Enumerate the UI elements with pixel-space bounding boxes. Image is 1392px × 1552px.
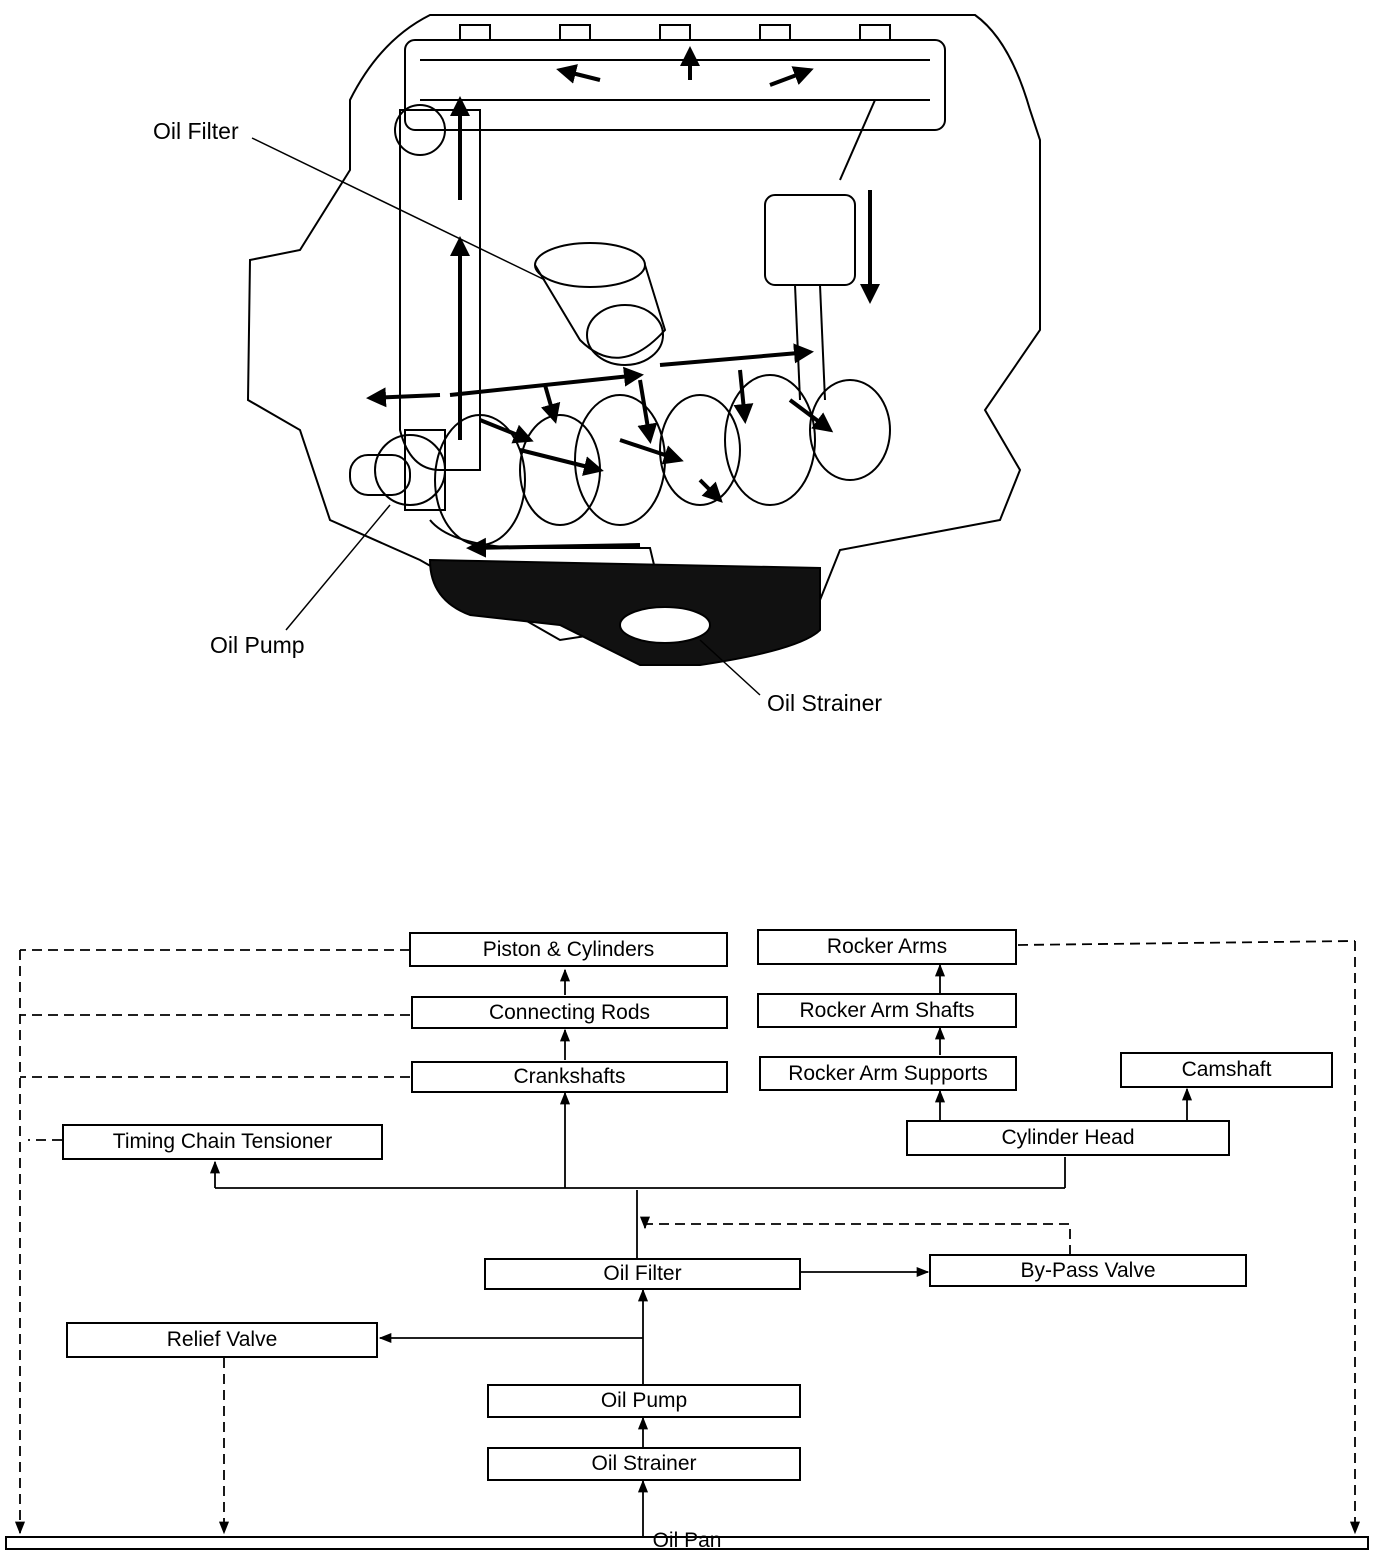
box-piston-cylinders: Piston & Cylinders (409, 932, 728, 967)
box-oil-filter: Oil Filter (484, 1258, 801, 1290)
oil-filter-leader (251, 137, 546, 281)
timing-chain (399, 109, 481, 471)
oil-pan-part (428, 558, 821, 666)
box-rocker-arm-supports: Rocker Arm Supports (759, 1056, 1017, 1091)
box-rocker-arms: Rocker Arms (757, 929, 1017, 965)
box-camshaft: Camshaft (1120, 1052, 1333, 1088)
box-oil-pan: Oil Pan (5, 1530, 1369, 1551)
camshaft-assembly (404, 39, 946, 131)
engine-illustration (246, 14, 1041, 696)
illustration-label-oil-filter: Oil Filter (153, 118, 239, 144)
box-crankshafts: Crankshafts (411, 1061, 728, 1093)
piston-part (764, 194, 856, 401)
box-cylinder-head: Cylinder Head (906, 1120, 1230, 1156)
oil-filter-part (534, 242, 667, 366)
box-relief-valve: Relief Valve (66, 1322, 378, 1358)
illustration-label-oil-strainer: Oil Strainer (767, 690, 883, 716)
box-timing-chain-tensioner: Timing Chain Tensioner (62, 1124, 383, 1160)
box-bypass-valve: By-Pass Valve (929, 1254, 1247, 1287)
oil-pump-leader (285, 504, 391, 631)
illustration-label-oil-pump: Oil Pump (210, 632, 305, 658)
box-oil-pump: Oil Pump (487, 1384, 801, 1418)
box-oil-strainer: Oil Strainer (487, 1447, 801, 1481)
box-rocker-arm-shafts: Rocker Arm Shafts (757, 993, 1017, 1028)
oil-strainer-part (619, 606, 711, 644)
cam-sprocket (394, 104, 446, 156)
oil-pump-part (404, 429, 446, 511)
box-connecting-rods: Connecting Rods (411, 996, 728, 1029)
oil-strainer-leader (699, 639, 761, 696)
